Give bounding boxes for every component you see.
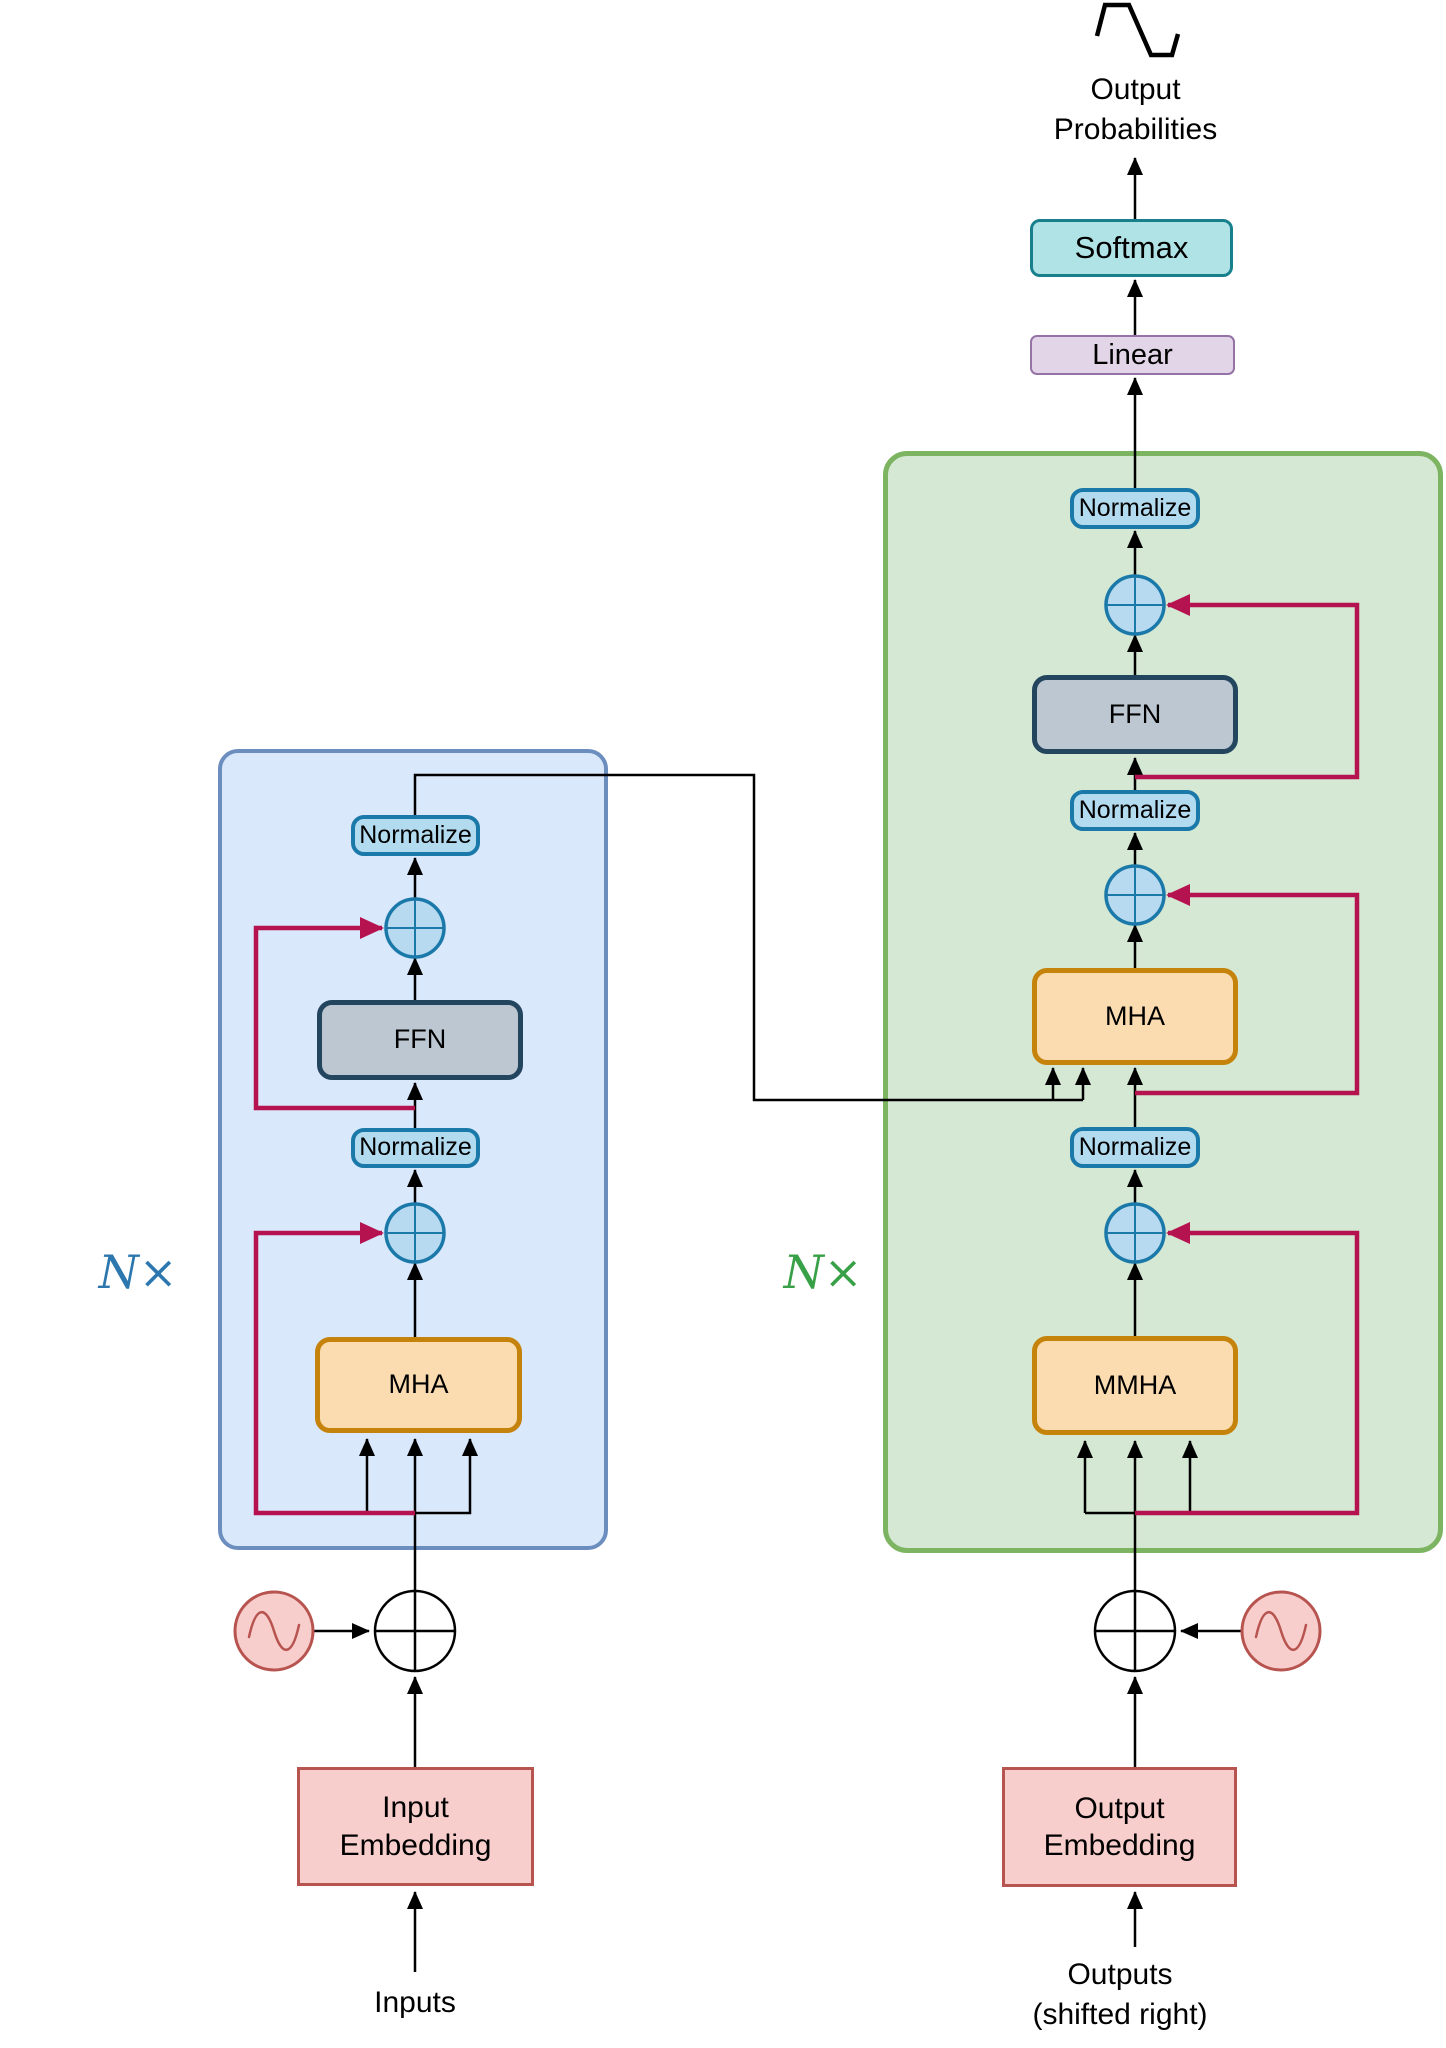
input-embedding-block: Input Embedding — [297, 1767, 534, 1886]
linear-block: Linear — [1030, 335, 1235, 375]
softmax-label: Softmax — [1074, 229, 1189, 265]
softmax-block: Softmax — [1030, 219, 1233, 277]
normalize-label: Normalize — [1078, 1132, 1192, 1161]
plus-circle-icon — [1093, 1589, 1177, 1673]
ffn-label: FFN — [393, 1024, 447, 1055]
decoder-flow-lines — [1077, 157, 1241, 1947]
decoder-mha-residual — [1135, 884, 1360, 1096]
decoder-normalize-2: Normalize — [1070, 790, 1200, 831]
decoder-mmha-residual — [1135, 1222, 1360, 1516]
mha-v-branch — [415, 1438, 478, 1515]
plus-circle-icon — [1104, 574, 1166, 636]
decoder-ffn-residual — [1135, 594, 1360, 780]
mha-label: MHA — [388, 1369, 449, 1400]
normalize-label: Normalize — [1078, 493, 1192, 522]
encoder-mha-block: MHA — [315, 1337, 522, 1433]
mmha-label: MMHA — [1093, 1369, 1177, 1400]
output-embedding-line1: Output — [1074, 1791, 1165, 1825]
input-embedding-line2: Embedding — [339, 1828, 492, 1862]
mha-label: MHA — [1105, 1000, 1165, 1031]
decoder-mha-block: MHA — [1032, 968, 1238, 1065]
plus-circle-icon — [1104, 1202, 1166, 1264]
plus-circle-icon — [373, 1589, 457, 1673]
normalize-label: Normalize — [1078, 795, 1192, 824]
normalize-label: Normalize — [359, 820, 472, 849]
plus-circle-icon — [1104, 864, 1166, 926]
inputs-text: Inputs — [374, 1986, 456, 2019]
normalize-label: Normalize — [359, 1133, 472, 1162]
decoder-normalize-3: Normalize — [1070, 488, 1200, 529]
residual-lines — [253, 594, 1360, 1516]
decoder-repeat-label: N× — [773, 1240, 873, 1304]
sine-wave-icon — [1240, 1590, 1322, 1672]
encoder-to-decoder-line — [413, 773, 1083, 1102]
plus-circle-icon — [384, 897, 446, 959]
output-embedding-block: Output Embedding — [1002, 1767, 1237, 1887]
encoder-normalize-2: Normalize — [351, 815, 480, 856]
residual-add-circles — [384, 574, 1166, 1264]
linear-label: Linear — [1092, 338, 1173, 371]
output-probabilities-label: Output Probabilities — [1013, 70, 1258, 150]
decoder-ffn-block: FFN — [1032, 675, 1238, 754]
output-embedding-line2: Embedding — [1043, 1829, 1196, 1862]
output-probabilities-line1: Output — [1090, 73, 1181, 106]
positional-encoding-icons — [233, 1590, 1322, 1672]
encoder-repeat-label: N× — [88, 1240, 188, 1304]
decoder-normalize-1: Normalize — [1070, 1127, 1200, 1168]
encoder-mha-residual — [253, 1222, 415, 1516]
outputs-label: Outputs (shifted right) — [985, 1955, 1255, 2035]
output-distribution-squiggle-icon — [1094, 2, 1181, 58]
decoder-mmha-block: MMHA — [1032, 1336, 1238, 1435]
outputs-line2: (shifted right) — [1032, 1997, 1208, 2031]
n-times-label: N× — [783, 1245, 863, 1299]
plus-circle-icon — [384, 1202, 446, 1264]
encoder-normalize-1: Normalize — [351, 1128, 480, 1168]
encoder-ffn-residual — [253, 917, 415, 1111]
input-embedding-line1: Input — [382, 1791, 449, 1824]
outputs-line1: Outputs — [1067, 1958, 1173, 1991]
output-probabilities-line2: Probabilities — [1053, 112, 1218, 146]
encoder-ffn-block: FFN — [317, 1000, 523, 1080]
n-times-label: N× — [98, 1245, 178, 1299]
inputs-label: Inputs — [315, 1983, 515, 2023]
sine-wave-icon — [233, 1590, 315, 1672]
ffn-label: FFN — [1108, 698, 1162, 729]
mha-q-branch — [359, 1438, 415, 1515]
positional-add-circles — [373, 1589, 1177, 1673]
